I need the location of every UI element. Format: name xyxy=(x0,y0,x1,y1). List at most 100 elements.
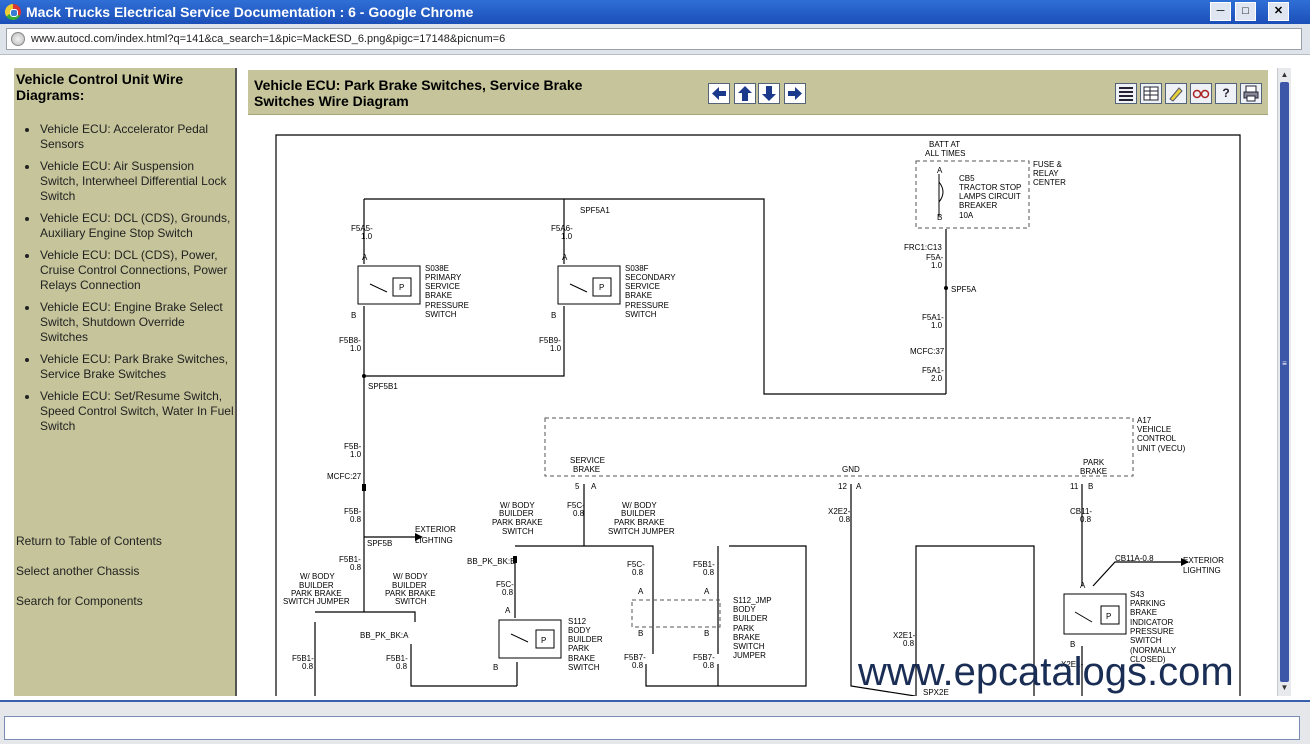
s112-jmp-label-6: SWITCH xyxy=(733,642,765,651)
sidebar-list: Vehicle ECU: Accelerator Pedal Sensors V… xyxy=(25,122,236,441)
f5b1-lower-a-label-1: F5B1- xyxy=(292,654,314,663)
next-button[interactable] xyxy=(784,83,806,104)
list-view-button[interactable] xyxy=(1115,83,1137,104)
help-button[interactable]: ? xyxy=(1215,83,1237,104)
sidebar-item[interactable]: Vehicle ECU: DCL (CDS), Grounds, Auxilia… xyxy=(25,211,236,241)
f5b-a-label-1: F5B- xyxy=(344,442,362,451)
sidebar-item[interactable]: Vehicle ECU: Engine Brake Select Switch,… xyxy=(25,300,236,345)
table-view-button[interactable] xyxy=(1140,83,1162,104)
bb-switch-left-4: SWITCH xyxy=(395,597,427,606)
f5b7-a-label-2: 0.8 xyxy=(632,661,644,670)
table-view-icon xyxy=(1143,86,1159,101)
cb5-label-5: 10A xyxy=(959,211,974,220)
bb-switch-mid-2: BUILDER xyxy=(499,509,534,518)
up-button[interactable] xyxy=(734,83,756,104)
spf5a-label: SPF5A xyxy=(951,285,977,294)
sidebar-item[interactable]: Vehicle ECU: Park Brake Switches, Servic… xyxy=(25,352,236,382)
park-brake-label-2: BRAKE xyxy=(1080,467,1107,476)
search-components-link[interactable]: Search for Components xyxy=(16,594,143,608)
f5b9-label-1: F5B9- xyxy=(539,336,561,345)
fuse-center-label-1: FUSE & xyxy=(1033,160,1063,169)
s112-jmp-label-4: PARK xyxy=(733,624,755,633)
help-icon: ? xyxy=(1222,86,1230,100)
print-button[interactable] xyxy=(1240,83,1262,104)
s038f-label-3: SERVICE xyxy=(625,282,660,291)
sidebar-item[interactable]: Vehicle ECU: DCL (CDS), Power, Cruise Co… xyxy=(25,248,236,293)
arrow-right-icon xyxy=(788,87,802,100)
f5a1-bot-label-2: 2.0 xyxy=(931,374,943,383)
f5b8-label-1: F5B8- xyxy=(339,336,361,345)
globe-icon xyxy=(11,32,25,46)
s038e-label-2: PRIMARY xyxy=(425,273,462,282)
url-field[interactable]: www.autocd.com/index.html?q=141&ca_searc… xyxy=(6,28,1302,50)
status-area xyxy=(4,716,1300,740)
prev-button[interactable] xyxy=(708,83,730,104)
bullet-icon xyxy=(25,165,29,169)
f5a1-top-label-2: 1.0 xyxy=(931,321,943,330)
bb-pk-bk-b-label: BB_PK_BK:B xyxy=(467,557,515,566)
maximize-icon: □ xyxy=(1242,5,1249,17)
scroll-down-icon[interactable]: ▼ xyxy=(1280,683,1289,692)
f5a6-label-2: 1.0 xyxy=(561,232,573,241)
sidebar: Vehicle Control Unit Wire Diagrams: Vehi… xyxy=(14,68,237,696)
s112-jmp-label-3: BUILDER xyxy=(733,614,768,623)
spf5b1-label: SPF5B1 xyxy=(368,382,398,391)
bb-jumper-mid-4: SWITCH JUMPER xyxy=(608,527,675,536)
exterior-lighting-2-label-1: EXTERIOR xyxy=(1183,556,1224,565)
fuse-center-label-3: CENTER xyxy=(1033,178,1066,187)
scroll-up-icon[interactable]: ▲ xyxy=(1280,70,1289,79)
cb5-label-2: TRACTOR STOP xyxy=(959,183,1021,192)
park-pin-b: B xyxy=(1088,482,1093,491)
f5a5-label-2: 1.0 xyxy=(361,232,373,241)
s112-label-4: PARK xyxy=(568,644,590,653)
f5b1-left-label-2: 0.8 xyxy=(350,563,362,572)
close-button[interactable]: ✕ xyxy=(1268,2,1289,21)
gnd-pin-a: A xyxy=(856,482,862,491)
s038e-pin-a: A xyxy=(362,253,368,262)
f5b7-a-label-1: F5B7- xyxy=(624,653,646,662)
f5a5-label-1: F5A5- xyxy=(351,224,373,233)
s43-label-1: S43 xyxy=(1130,590,1145,599)
s038f-label-1: S038F xyxy=(625,264,649,273)
f5b1-lower-b-label-2: 0.8 xyxy=(396,662,408,671)
s43-label-3: BRAKE xyxy=(1130,608,1157,617)
batt-label-2: ALL TIMES xyxy=(925,149,965,158)
bb-jumper-left-3: PARK BRAKE xyxy=(291,589,342,598)
f5c-right-label-1: F5C- xyxy=(627,560,645,569)
vertical-scrollbar[interactable]: ▲ ≡ ▼ xyxy=(1277,68,1291,696)
pin-5: 5 xyxy=(575,482,580,491)
s038e-label-4: BRAKE xyxy=(425,291,452,300)
maximize-button[interactable]: □ xyxy=(1235,2,1256,21)
cb11a-label: CB11A-0.8 xyxy=(1115,554,1154,563)
f5a1-bot-label-1: F5A1- xyxy=(922,366,944,375)
f5b-b-label-2: 0.8 xyxy=(350,515,362,524)
sidebar-item[interactable]: Vehicle ECU: Set/Resume Switch, Speed Co… xyxy=(25,389,236,434)
view-button[interactable] xyxy=(1190,83,1212,104)
s038e-p: P xyxy=(399,283,404,292)
scroll-thumb[interactable] xyxy=(1280,82,1289,682)
highlight-button[interactable] xyxy=(1165,83,1187,104)
arrow-up-icon xyxy=(738,86,752,101)
diagram-labels: BATT AT ALL TIMES CB5 TRACTOR STOP LAMPS… xyxy=(283,140,1224,696)
address-bar: www.autocd.com/index.html?q=141&ca_searc… xyxy=(0,24,1310,55)
s43-label-5: PRESSURE xyxy=(1130,627,1174,636)
minimize-button[interactable]: ─ xyxy=(1210,2,1231,21)
sidebar-item-label: Vehicle ECU: Accelerator Pedal Sensors xyxy=(40,122,209,151)
s43-pin-a: A xyxy=(1080,581,1086,590)
toc-link[interactable]: Return to Table of Contents xyxy=(16,534,162,548)
s038f-label-5: PRESSURE xyxy=(625,301,669,310)
sidebar-item[interactable]: Vehicle ECU: Air Suspension Switch, Inte… xyxy=(25,159,236,204)
spx2e-label: SPX2E xyxy=(923,688,949,696)
sidebar-item[interactable]: Vehicle ECU: Accelerator Pedal Sensors xyxy=(25,122,236,152)
select-chassis-link[interactable]: Select another Chassis xyxy=(16,564,140,578)
bb-jumper-left-4: SWITCH JUMPER xyxy=(283,597,350,606)
url-text: www.autocd.com/index.html?q=141&ca_searc… xyxy=(31,33,506,45)
s43-label-2: PARKING xyxy=(1130,599,1165,608)
f5b1-left-label-1: F5B1- xyxy=(339,555,361,564)
f5c-right-label-2: 0.8 xyxy=(632,568,644,577)
s038e-label-6: SWITCH xyxy=(425,310,457,319)
f5b7-b-label-2: 0.8 xyxy=(703,661,715,670)
s43-pin-b: B xyxy=(1070,640,1075,649)
exterior-lighting-1-label-1: EXTERIOR xyxy=(415,525,456,534)
down-button[interactable] xyxy=(758,83,780,104)
